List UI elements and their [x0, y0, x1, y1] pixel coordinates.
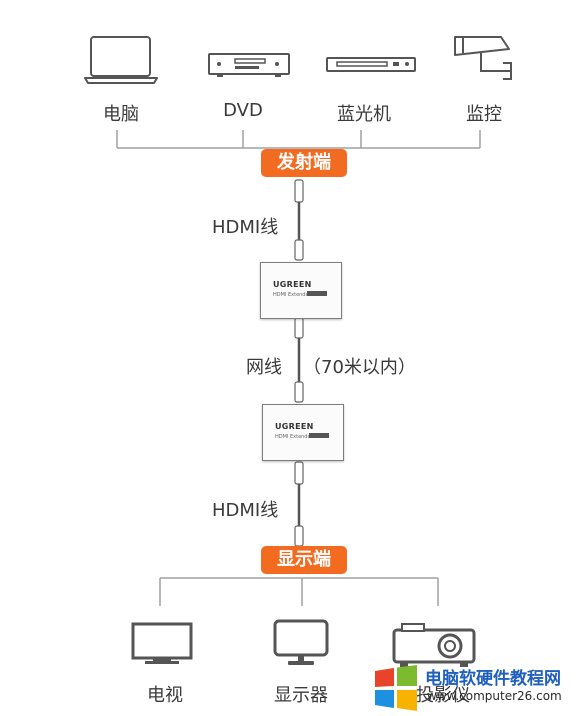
hdmi-cable-top [294, 179, 304, 261]
tv-icon [131, 622, 193, 664]
hdmi-cable-bottom-label: HDMI线 [212, 500, 279, 521]
watermark-title: 电脑软硬件教程网 [425, 669, 561, 689]
projector-icon [392, 623, 476, 667]
cctv-camera-icon [454, 36, 512, 80]
display-label-projector: 投影仪 [416, 685, 470, 706]
receiver-badge: 显示端 [261, 546, 347, 574]
windows-logo-icon [375, 665, 417, 711]
source-label-surveillance: 监控 [466, 104, 502, 125]
receiver-model: HDMI Extender RX [275, 434, 322, 440]
bluray-player-icon [326, 57, 416, 72]
transmitter-indicator [307, 291, 327, 296]
receiver-brand: UGREEN [275, 422, 314, 431]
transmitter-brand: UGREEN [273, 280, 312, 289]
display-label-tv: 电视 [147, 685, 183, 706]
laptop-icon [84, 36, 158, 84]
hdmi-cable-bottom [294, 461, 304, 547]
watermark-url: www.computer26.com [427, 689, 562, 703]
monitor-icon [273, 619, 329, 665]
display-label-monitor: 显示器 [274, 685, 328, 706]
source-label-bluray: 蓝光机 [337, 104, 391, 125]
hdmi-cable-top-label: HDMI线 [212, 217, 279, 238]
receiver-indicator [309, 433, 329, 438]
transmitter-device: UGREEN HDMI Extender TX [260, 262, 342, 319]
network-cable-label: 网线 [246, 357, 282, 378]
source-label-dvd: DVD [223, 100, 263, 121]
dvd-player-icon [208, 53, 290, 77]
network-cable [294, 317, 304, 403]
transmitter-model: HDMI Extender TX [273, 292, 319, 298]
transmitter-badge: 发射端 [261, 149, 347, 177]
source-label-computer: 电脑 [103, 104, 139, 125]
receiver-device: UGREEN HDMI Extender RX [262, 404, 344, 461]
network-distance-label: （70米以内） [303, 357, 416, 378]
